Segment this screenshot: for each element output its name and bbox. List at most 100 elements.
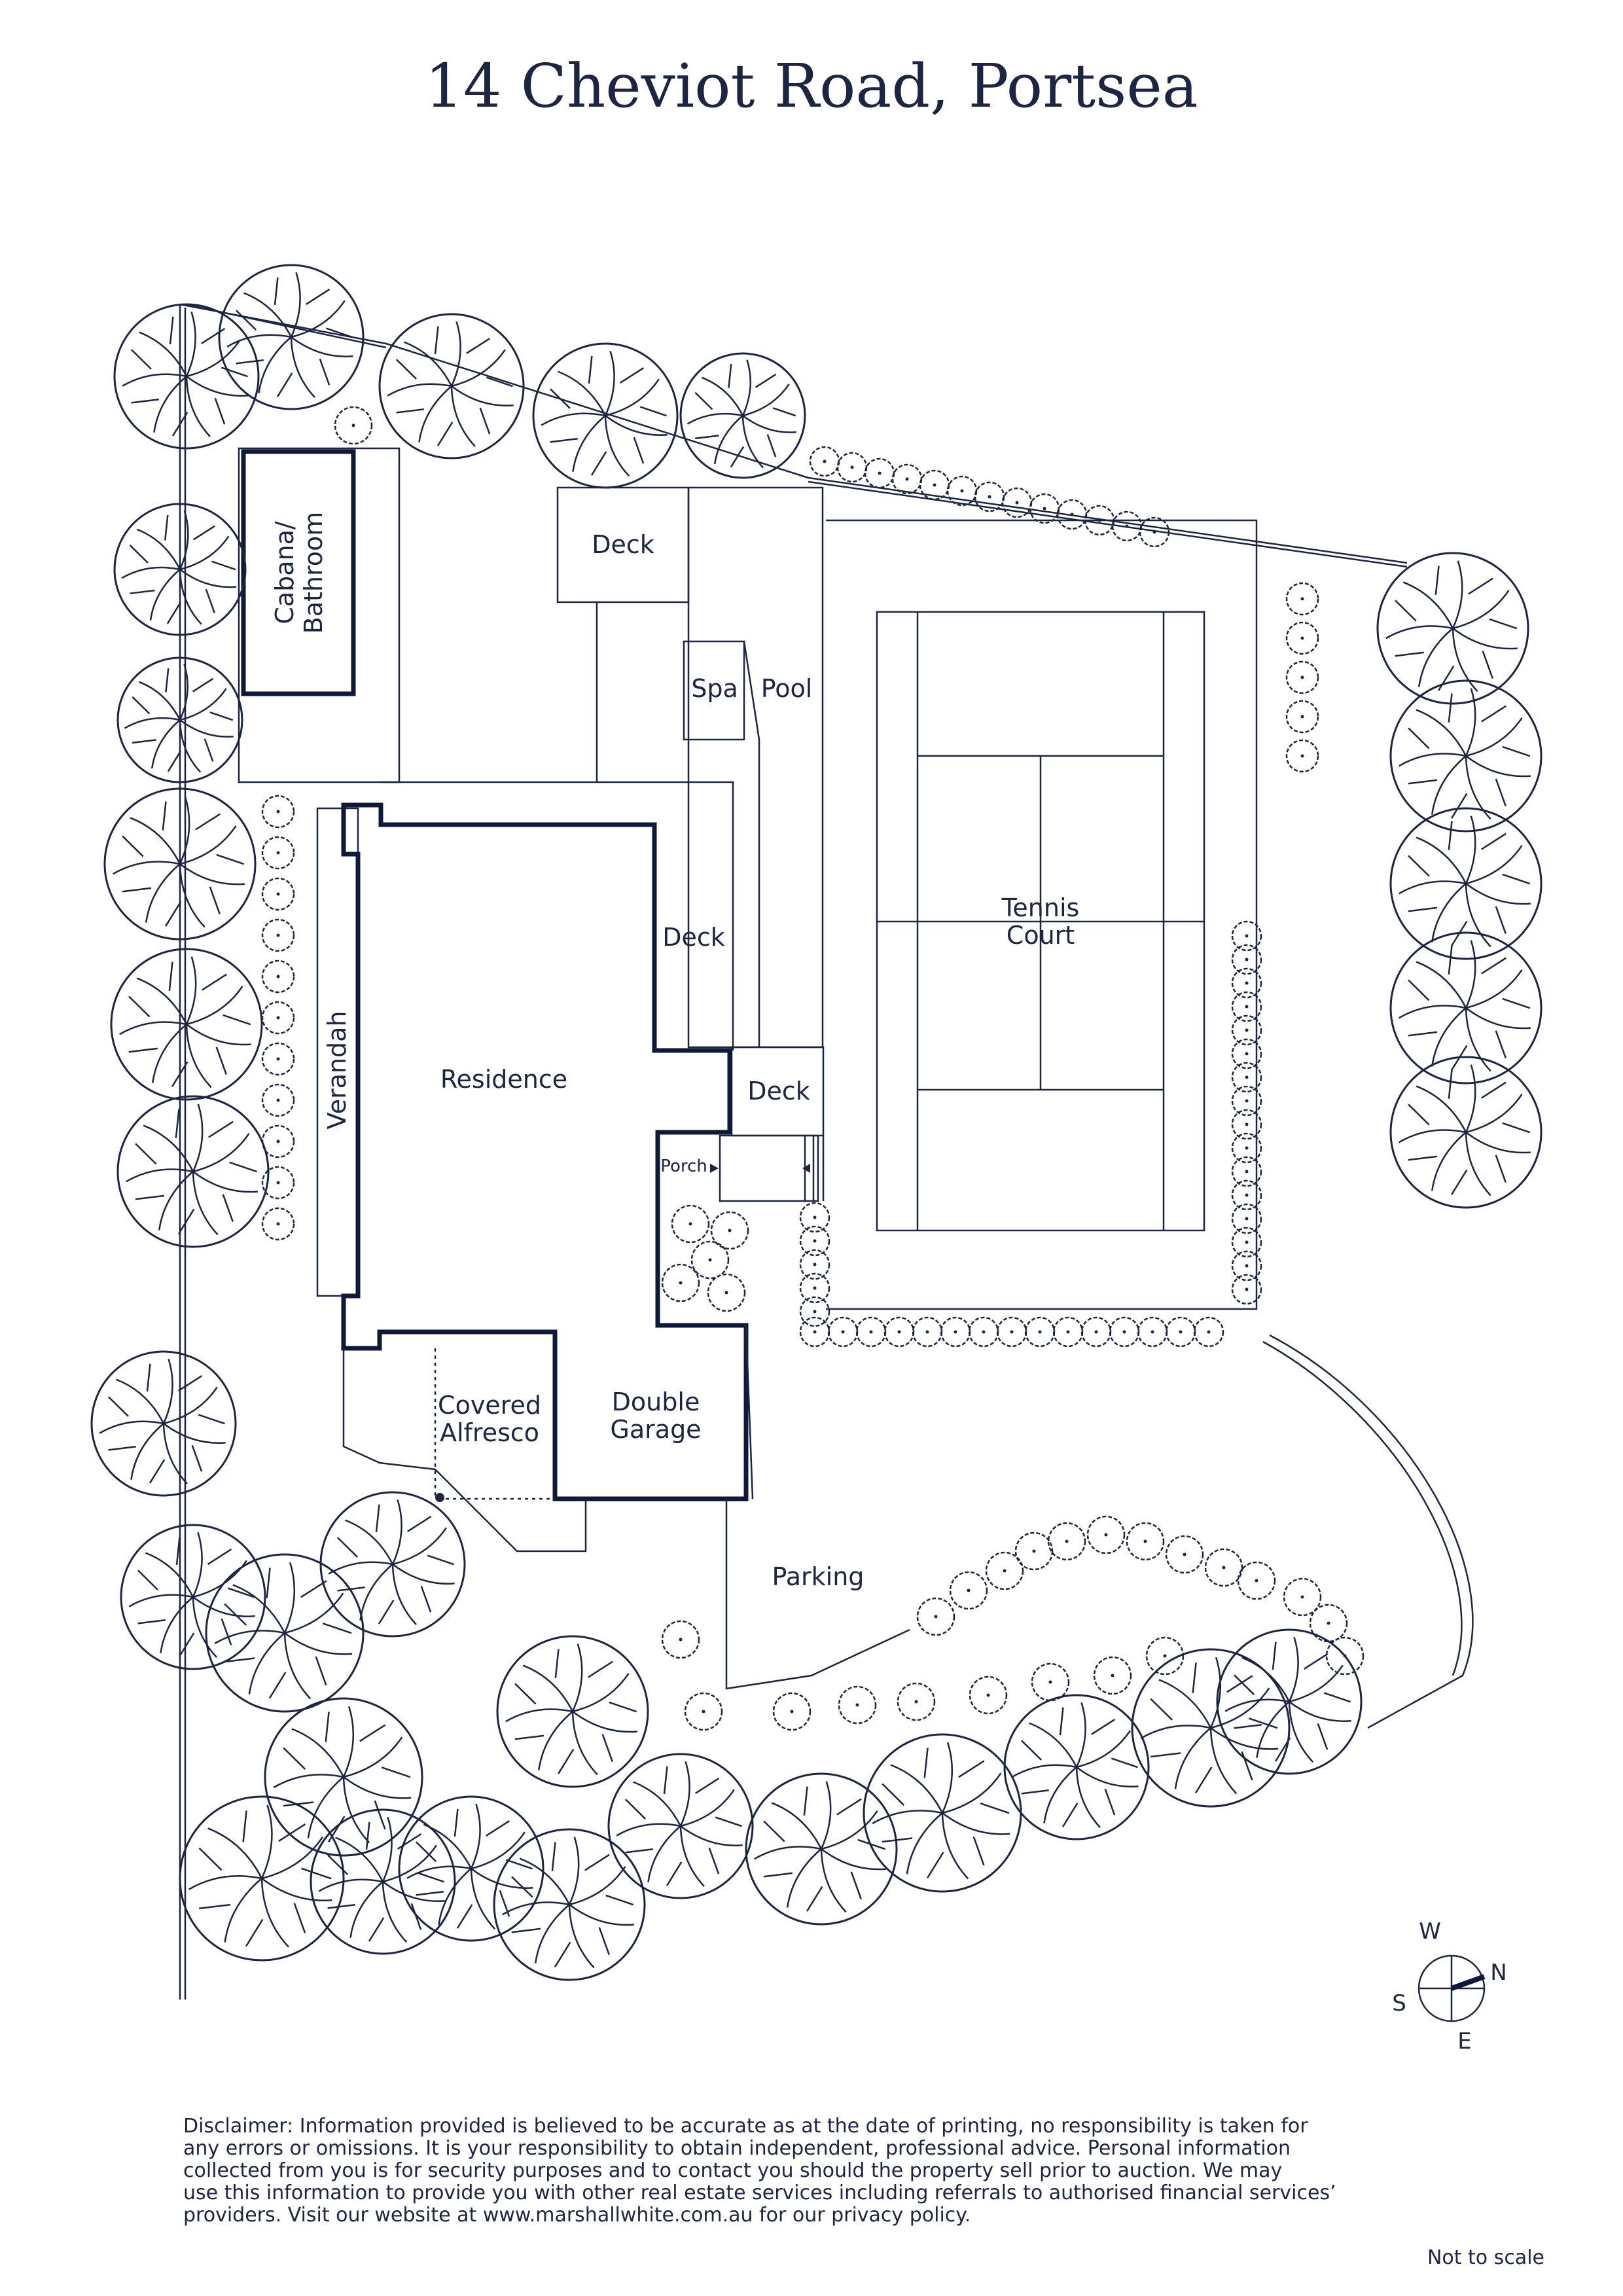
shrub-icon [261, 918, 295, 952]
tree-icon [532, 342, 679, 489]
shrub-icon [1139, 516, 1170, 548]
shrub-icon [772, 1692, 812, 1731]
scale-note: Not to scale [1427, 2246, 1544, 2269]
shrub-icon [684, 1692, 723, 1731]
tree-icon [310, 1808, 456, 1955]
shrub-icon [968, 1316, 999, 1348]
label-alfresco-line2: Alfresco [440, 1418, 539, 1447]
shrub-icon [1309, 1604, 1348, 1643]
tree-icon [1389, 807, 1543, 960]
shrub-icon [799, 1225, 830, 1257]
shrub-icon [897, 1682, 936, 1721]
tree-icon [493, 1828, 646, 1981]
shrub-icon [707, 1273, 746, 1312]
shrub-icon [1231, 1038, 1262, 1069]
shrub-icon [1029, 493, 1060, 524]
shrub-icon [1231, 944, 1262, 975]
shrub-icon [261, 1083, 295, 1117]
shrub-icon [855, 1316, 887, 1348]
shrub-icon [1231, 1156, 1262, 1187]
tree-icon [90, 1350, 237, 1497]
shrub-icon [949, 1571, 988, 1610]
compass-n: N [1490, 1960, 1507, 1986]
shrub-icon [661, 1263, 700, 1302]
tree-icon [205, 1553, 365, 1713]
shrub-icon [827, 1316, 859, 1348]
shrub-icon [710, 1211, 749, 1250]
shrub-icon [1031, 1662, 1070, 1702]
shrub-icon [864, 457, 895, 489]
shrub-icon [1086, 1515, 1126, 1554]
label-tennis-line1: Tennis [1001, 893, 1080, 922]
tree-icon [1131, 1648, 1291, 1808]
shrub-icon [1137, 1316, 1168, 1348]
shrub-icon [1231, 1250, 1262, 1282]
shrub-icon [690, 1240, 730, 1280]
shrub-icon [996, 1316, 1027, 1348]
shrub-icon [1093, 1656, 1132, 1695]
shrub-group [261, 406, 1364, 1731]
shrub-icon [1231, 1109, 1262, 1140]
shrub-icon [940, 1316, 971, 1348]
label-porch: Porch [660, 1157, 707, 1176]
tree-icon [1376, 552, 1529, 705]
shrub-icon [1231, 1014, 1262, 1046]
shrub-icon [838, 1685, 877, 1725]
shrub-icon [261, 836, 295, 870]
shrub-icon [1231, 1203, 1262, 1234]
shrub-icon [261, 960, 295, 994]
shrub-icon [1231, 1274, 1262, 1305]
label-garage-line1: Double [612, 1388, 700, 1416]
shrub-icon [799, 1202, 830, 1233]
shrub-icon [1231, 1132, 1262, 1164]
shrub-icon [1165, 1535, 1204, 1574]
shrub-icon [1014, 1532, 1054, 1571]
shrub-icon [261, 1001, 295, 1035]
tree-icon [110, 948, 263, 1101]
tree-icon [120, 1524, 266, 1670]
property-boundary [179, 303, 1474, 2000]
shrub-icon [1024, 1316, 1056, 1348]
shrub-icon [1109, 1316, 1140, 1348]
compass-w: W [1419, 1918, 1441, 1945]
tree-icon [103, 787, 257, 941]
compass: W N S E [1392, 1918, 1507, 2054]
tree-icon [1389, 679, 1543, 833]
shrub-icon [1285, 582, 1319, 616]
shrub-icon [261, 795, 295, 829]
shrub-icon [671, 1204, 710, 1244]
compass-s: S [1392, 1990, 1406, 2017]
tree-icon [264, 1697, 423, 1857]
shrub-icon [799, 1296, 830, 1327]
label-deck-mid: Deck [662, 923, 725, 952]
label-garage-line2: Garage [610, 1415, 701, 1444]
shrub-icon [891, 463, 923, 495]
tree-icon [116, 656, 243, 783]
shrub-icon [1231, 1179, 1262, 1211]
label-residence: Residence [440, 1065, 567, 1094]
tree-icon [745, 1772, 898, 1926]
shrub-icon [1052, 1316, 1084, 1348]
label-tennis-line2: Court [1007, 921, 1075, 950]
shrub-icon [883, 1316, 915, 1348]
shrub-icon [1193, 1316, 1224, 1348]
label-deck-right: Deck [747, 1077, 810, 1105]
shrub-icon [1231, 1227, 1262, 1258]
shrub-icon [334, 406, 373, 445]
alfresco-outline [342, 1325, 754, 1552]
tree-icon [1216, 1628, 1363, 1775]
label-spa: Spa [691, 674, 738, 703]
shrub-icon [1204, 1548, 1243, 1587]
disclaimer: Disclaimer: Information provided is beli… [183, 2115, 1336, 2227]
shrub-icon [1285, 621, 1319, 655]
shrub-icon [1145, 1636, 1185, 1676]
page-title: 14 Cheviot Road, Portsea [425, 51, 1198, 121]
tree-icon [496, 1635, 649, 1788]
tree-icon [398, 1795, 544, 1942]
shrub-icon [1231, 1085, 1262, 1117]
tree-icon [378, 313, 525, 459]
shrub-icon [1231, 991, 1262, 1022]
shrub-icon [1047, 1522, 1086, 1561]
shrub-icon [809, 446, 840, 477]
residence-outline [341, 802, 749, 1501]
